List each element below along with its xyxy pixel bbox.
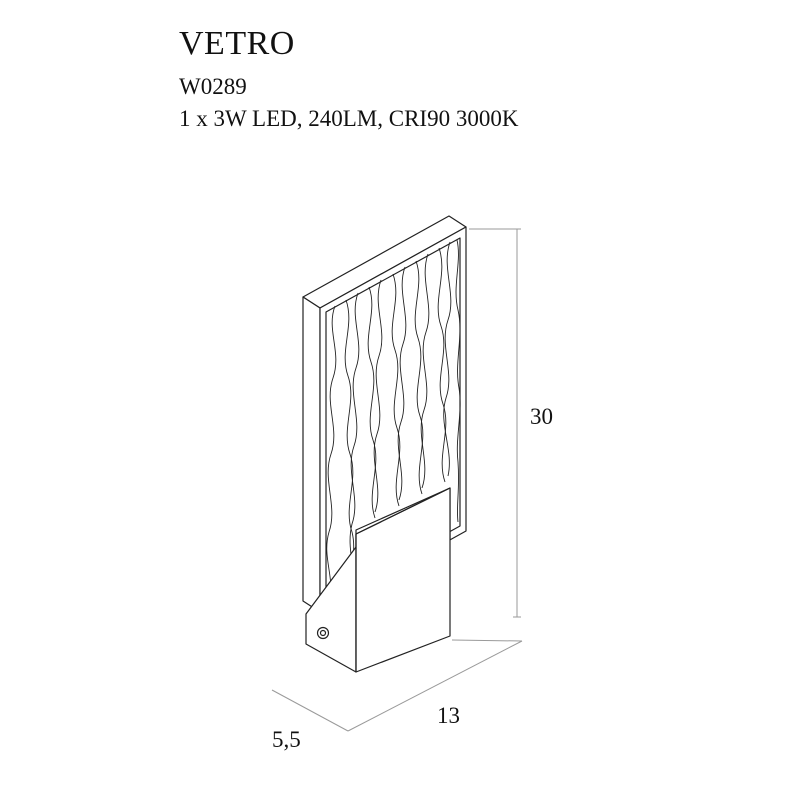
wave-line (391, 273, 401, 507)
wave-line (326, 305, 337, 599)
product-name: VETRO (179, 25, 295, 62)
wave-line (437, 247, 447, 483)
base-top-edge (355, 487, 451, 535)
height-dimension-label: 30 (530, 404, 553, 429)
wave-line (349, 292, 360, 591)
wave-line (414, 260, 424, 495)
wave-line (397, 266, 407, 501)
product-header: VETRO W0289 1 x 3W LED, 240LM, CRI90 300… (179, 24, 518, 132)
width-dimension-label: 13 (437, 703, 460, 728)
wave-line (367, 286, 377, 519)
panel-left-edge (302, 296, 321, 613)
wave-line (420, 253, 430, 489)
lamp-base (305, 487, 451, 673)
panel-inner-border (325, 237, 461, 601)
wave-line (344, 299, 355, 597)
wave-line (373, 279, 383, 513)
depth-dimension-line (271, 689, 349, 732)
mounting-screw-hole (319, 629, 327, 637)
glass-wave-pattern (326, 239, 461, 599)
product-spec: 1 x 3W LED, 240LM, CRI90 3000K (179, 106, 519, 131)
depth-dimension-label: 5,5 (272, 727, 301, 752)
product-code: W0289 (179, 74, 247, 99)
dimension-lines (271, 228, 523, 732)
width-dimension-line (347, 640, 523, 732)
wave-line (443, 241, 452, 477)
width-ext-right (451, 639, 523, 642)
wave-line (455, 239, 461, 523)
